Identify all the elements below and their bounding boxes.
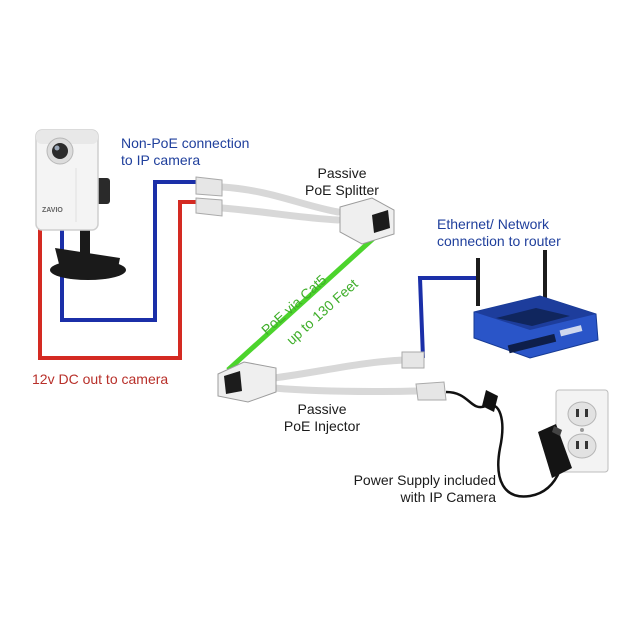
dc-out-label: 12v DC out to camera [32,371,169,387]
poe-splitter [195,176,395,245]
wireless-router [473,250,599,359]
ip-camera [35,129,126,280]
non-poe-connection-label: Non-PoE connection to IP camera [121,135,250,168]
power-supply-cable [445,390,562,498]
wall-outlet [555,389,609,473]
dc-power-line [38,200,196,360]
camera-brand-text: ZAVIO [42,207,63,214]
ethernet-connection-label: Ethernet/ Network connection to router [437,216,561,249]
poe-injector [217,351,447,403]
power-supply-label: Power Supply included with IP Camera [353,472,496,505]
router-ethernet-line [417,276,480,359]
camera-ethernet-line [60,180,196,322]
power-adapter [538,424,572,478]
poe-cat5-line [226,234,378,372]
poe-injector-label: Passive PoE Injector [283,401,361,434]
poe-splitter-label: Passive PoE Splitter [305,165,379,198]
